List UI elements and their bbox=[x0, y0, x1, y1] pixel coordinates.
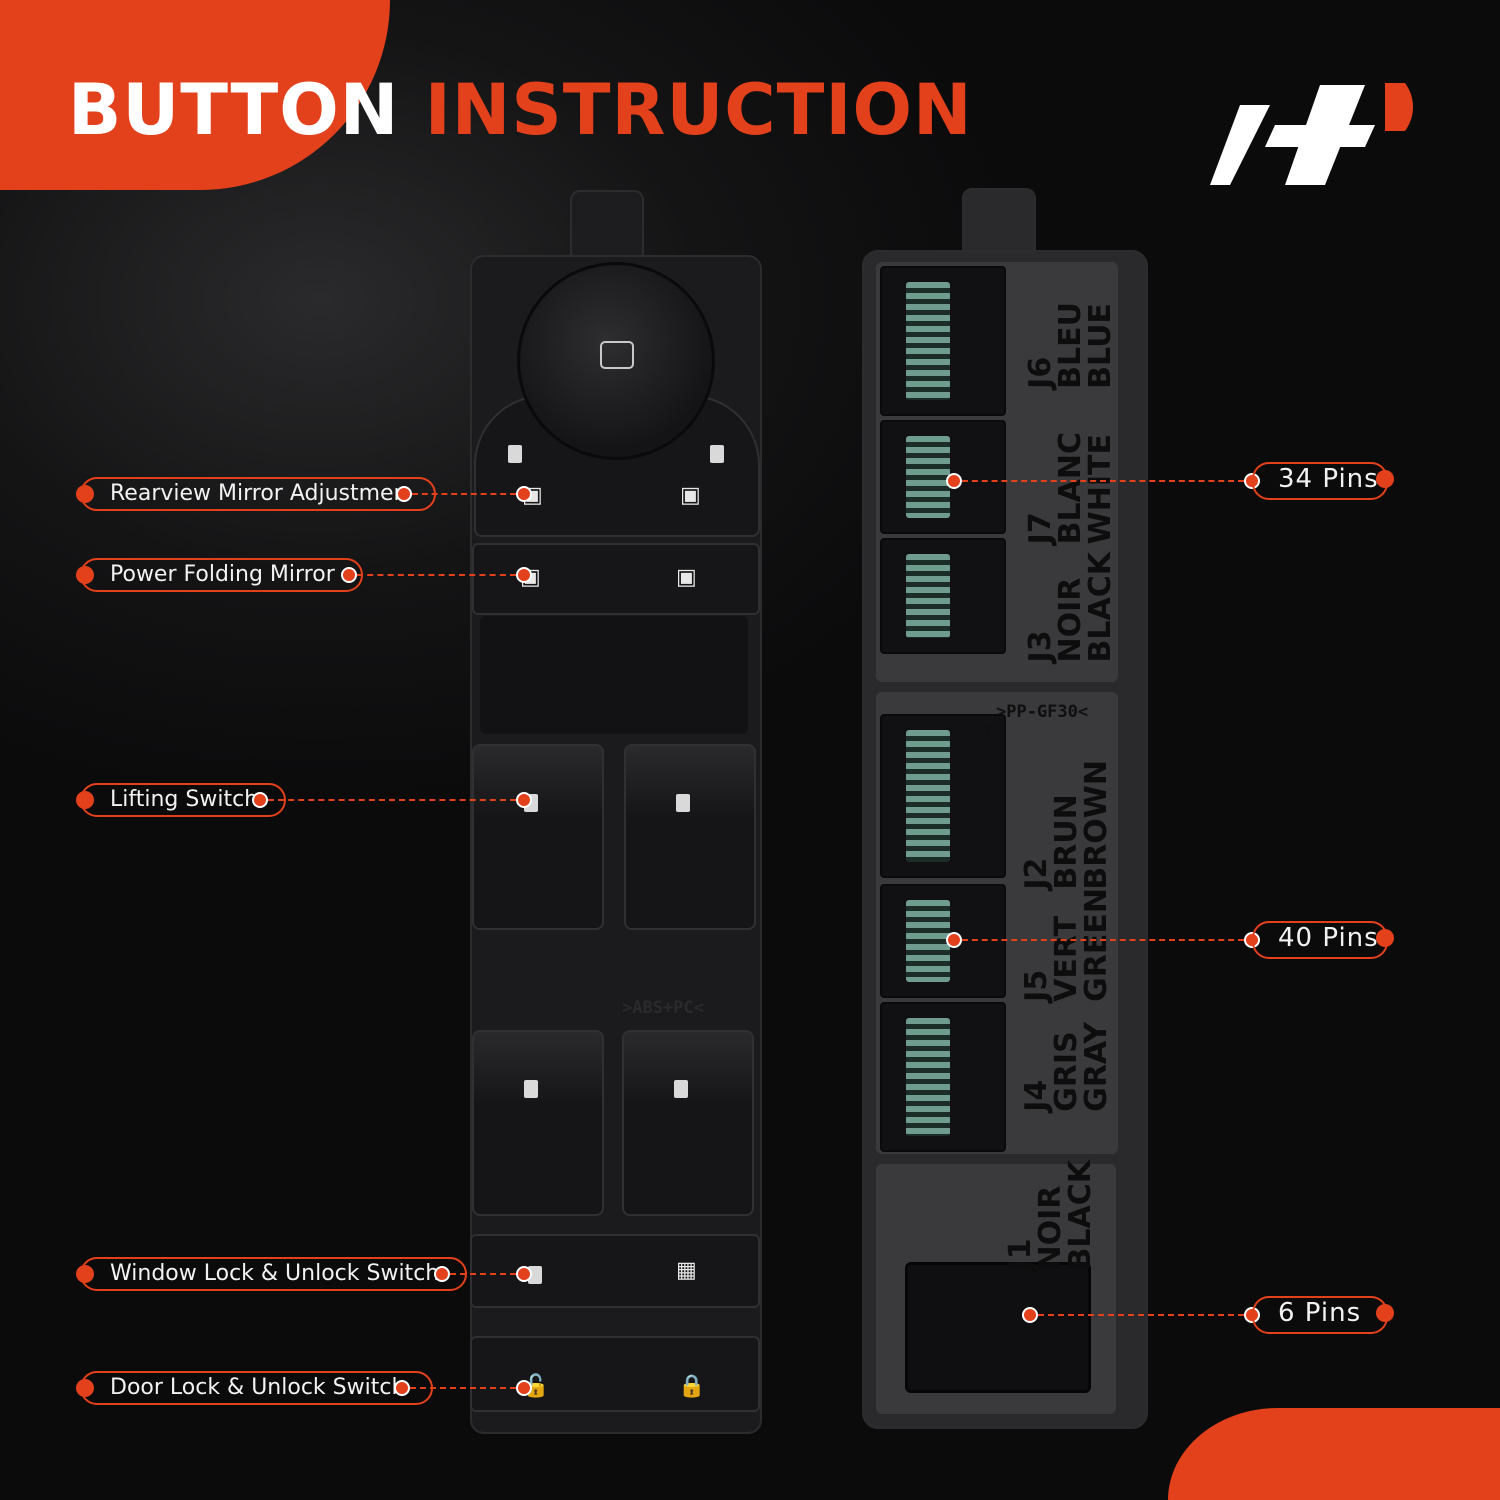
callout-window-lock: Window Lock & Unlock Switch bbox=[75, 1257, 468, 1291]
connector-j3 bbox=[880, 538, 1006, 654]
callout-line bbox=[962, 480, 1244, 482]
door-lock-icon: 🔒 bbox=[678, 1374, 706, 1399]
abs-marking: >ABS+PC< bbox=[622, 998, 704, 1018]
mirror-select-block[interactable]: ▣ ▣ bbox=[474, 395, 760, 537]
window-switch-front-left[interactable] bbox=[472, 744, 604, 930]
callout-lifting-switch: Lifting Switch bbox=[75, 783, 287, 817]
mirror-select-icon: ▣ bbox=[680, 483, 701, 508]
corner-accent bbox=[1168, 1408, 1500, 1500]
mirror-adjust-knob[interactable] bbox=[517, 262, 715, 460]
window-switch-front-right[interactable] bbox=[624, 744, 756, 930]
connector-label-j1: J1 NOIR BLACK bbox=[1003, 1160, 1098, 1271]
callout-line bbox=[268, 799, 516, 801]
mount-tab-right bbox=[962, 188, 1036, 262]
title-word-white: BUTTON bbox=[68, 69, 400, 151]
mirror-fold-icon: ▣ bbox=[676, 565, 697, 590]
indicator-led bbox=[508, 445, 522, 463]
connector-j2 bbox=[880, 714, 1006, 878]
callout-line bbox=[410, 1387, 516, 1389]
callout-dot bbox=[516, 792, 532, 808]
callout-line bbox=[450, 1273, 516, 1275]
callout-door-lock: Door Lock & Unlock Switch bbox=[75, 1371, 434, 1405]
page-title: BUTTON INSTRUCTION bbox=[68, 70, 973, 150]
callout-dot bbox=[516, 1266, 532, 1282]
callout-dot bbox=[341, 567, 357, 583]
callout-dot bbox=[434, 1266, 450, 1282]
callout-dot bbox=[946, 932, 962, 948]
callout-dot bbox=[516, 567, 532, 583]
window-lock-icon: ▦ bbox=[676, 1258, 697, 1283]
pin-one-marking: 1 bbox=[982, 722, 993, 742]
connector-label-j4: J4 GRIS GRAY bbox=[1019, 1022, 1114, 1112]
callout-line bbox=[1038, 1314, 1244, 1316]
part-code-marking: >PP-GF30< bbox=[996, 702, 1089, 722]
window-lock-switch[interactable]: ▦ bbox=[470, 1234, 760, 1308]
title-word-orange: INSTRUCTION bbox=[424, 69, 973, 151]
connector-label-j5: J5 VERT GREEN bbox=[1019, 888, 1114, 1002]
callout-dot bbox=[394, 1380, 410, 1396]
callout-dot bbox=[516, 1380, 532, 1396]
callout-6-pins: 6 Pins bbox=[1252, 1296, 1394, 1334]
mirror-adjust-icon bbox=[600, 341, 634, 369]
callout-dot bbox=[516, 486, 532, 502]
window-switch-rear-left[interactable] bbox=[472, 1030, 604, 1216]
connector-label-j6: J6 BLEU BLUE bbox=[1023, 302, 1118, 389]
connector-label-j2: J2 BRUN BROWN bbox=[1019, 760, 1114, 890]
power-fold-switch[interactable]: ▣ ▣ bbox=[472, 543, 760, 615]
callout-34-pins: 34 Pins bbox=[1252, 462, 1394, 500]
switch-housing-gap bbox=[480, 616, 748, 734]
connector-j5 bbox=[880, 884, 1006, 998]
connector-j1-plug bbox=[905, 1262, 1091, 1393]
indicator-led bbox=[710, 445, 724, 463]
callout-line bbox=[962, 939, 1244, 941]
connector-label-j7: J7 BLANC WHITE bbox=[1023, 432, 1118, 545]
door-lock-switch[interactable]: 🔓 🔒 bbox=[470, 1336, 760, 1412]
callout-line bbox=[357, 574, 516, 576]
connector-label-j3: J3 NOIR BLACK bbox=[1023, 552, 1118, 663]
callout-dot bbox=[1022, 1307, 1038, 1323]
mount-tab-left bbox=[570, 190, 644, 264]
callout-dot bbox=[252, 792, 268, 808]
connector-j4 bbox=[880, 1002, 1006, 1152]
window-switch-rear-right[interactable] bbox=[622, 1030, 754, 1216]
connector-j7 bbox=[880, 420, 1006, 534]
connector-j6 bbox=[880, 266, 1006, 416]
callout-rearview-mirror: Rearview Mirror Adjustmen bbox=[76, 477, 436, 511]
callout-power-folding: Power Folding Mirror bbox=[76, 558, 363, 592]
callout-40-pins: 40 Pins bbox=[1252, 921, 1394, 959]
callout-line bbox=[412, 493, 516, 495]
callout-dot bbox=[396, 486, 412, 502]
brand-logo-icon bbox=[1210, 83, 1413, 185]
callout-dot bbox=[946, 473, 962, 489]
